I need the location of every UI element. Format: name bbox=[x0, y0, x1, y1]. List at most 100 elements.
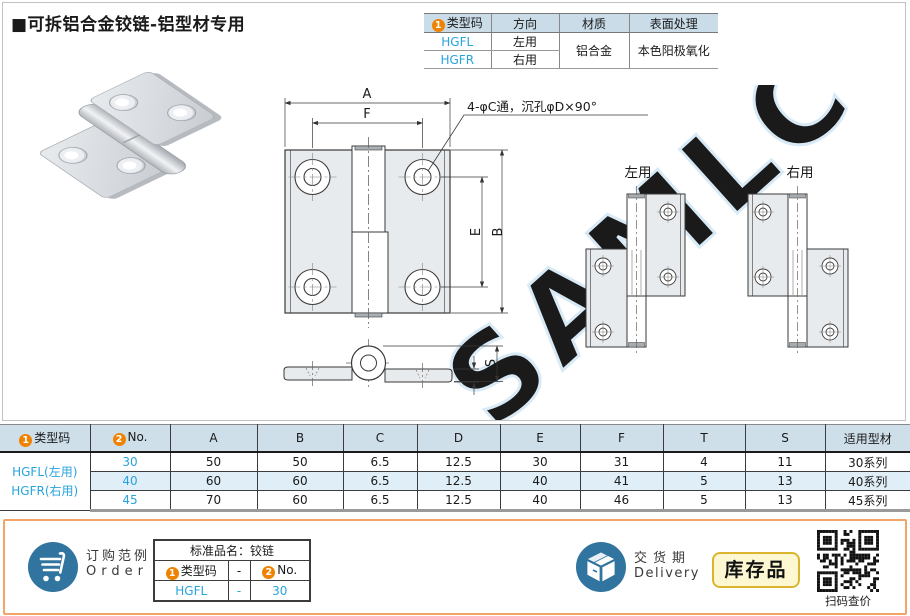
page-title: ■可拆铝合金铰链-铝型材专用 bbox=[11, 15, 246, 35]
hinge-isometric bbox=[8, 68, 251, 207]
table-cell: 13 bbox=[744, 490, 826, 512]
hole-annotation: 4-φC通，沉孔φD×90° bbox=[467, 99, 597, 114]
order-example-dash: - bbox=[227, 580, 251, 602]
table-cell: 11 bbox=[744, 451, 826, 472]
table-cell: 70 bbox=[169, 490, 258, 512]
series-cell: 40系列 bbox=[824, 471, 910, 491]
order-example-no: 30 bbox=[249, 580, 311, 602]
series-cell: 45系列 bbox=[824, 490, 910, 512]
table-cell: 5 bbox=[662, 471, 746, 491]
screw-hole bbox=[52, 143, 94, 168]
table-cell: 50 bbox=[169, 451, 258, 472]
product-photo bbox=[17, 47, 237, 227]
spec-header-surface: 表面处理 bbox=[628, 13, 718, 33]
header-dim-b: B bbox=[256, 424, 344, 453]
table-cell: 5 bbox=[662, 490, 746, 512]
left-use-variant bbox=[585, 186, 686, 356]
no-cell: 45 bbox=[90, 490, 171, 512]
table-cell: 60 bbox=[169, 471, 258, 491]
table-cell: 40 bbox=[499, 471, 581, 491]
badge-2-icon: 2 bbox=[112, 433, 126, 446]
table-cell: 6.5 bbox=[342, 490, 418, 512]
dim-label-e: E bbox=[469, 228, 484, 236]
badge-1-icon: 1 bbox=[165, 566, 179, 580]
direction: 左用 bbox=[490, 32, 559, 51]
table-cell: 12.5 bbox=[416, 490, 501, 512]
header-dim-e: E bbox=[499, 424, 581, 453]
table-cell: 31 bbox=[579, 451, 664, 472]
spec-header-direction: 方向 bbox=[490, 13, 559, 33]
dim-label-f: F bbox=[363, 107, 370, 122]
table-cell: 4 bbox=[662, 451, 746, 472]
header-dim-d: D bbox=[416, 424, 501, 453]
table-cell: 12.5 bbox=[416, 451, 501, 472]
qr-code bbox=[817, 530, 879, 592]
table-cell: 50 bbox=[256, 451, 344, 472]
table-cell: 6.5 bbox=[342, 471, 418, 491]
table-cell: 60 bbox=[256, 471, 344, 491]
stock-item-badge: 库存品 bbox=[712, 552, 800, 588]
qr-scan-label: 扫码查价 bbox=[825, 594, 871, 608]
header-dim-a: A bbox=[169, 424, 258, 453]
technical-drawing: SAMLC bbox=[283, 85, 881, 420]
order-example-label-cn: 订购范例 bbox=[86, 549, 151, 564]
right-use-variant bbox=[747, 186, 849, 356]
spec-header-material: 材质 bbox=[558, 13, 629, 33]
badge-1-icon: 1 bbox=[19, 434, 33, 447]
header-dim-c: C bbox=[342, 424, 418, 453]
table-cell: 46 bbox=[579, 490, 664, 512]
type-code: HGFR bbox=[424, 50, 491, 69]
table-row: 45 70 60 6.5 12.5 40 46 5 13 45系列 bbox=[0, 490, 910, 512]
series-cell: 30系列 bbox=[824, 451, 910, 472]
delivery-label-cn: 交货期 bbox=[634, 551, 692, 566]
table-cell: 30 bbox=[499, 451, 581, 472]
no-cell: 40 bbox=[90, 471, 171, 491]
table-row: 40 60 60 6.5 12.5 40 41 5 13 40系列 bbox=[0, 471, 910, 491]
order-dash: - bbox=[227, 560, 251, 581]
dim-label-s: S bbox=[484, 359, 499, 367]
cart-icon bbox=[28, 542, 78, 592]
type-code-cell: HGFL(左用) HGFR(右用) bbox=[0, 451, 91, 511]
table-cell: 40 bbox=[499, 490, 581, 512]
direction: 右用 bbox=[490, 50, 559, 69]
header-dim-t: T bbox=[662, 424, 746, 453]
badge-1-icon: 1 bbox=[431, 19, 445, 32]
delivery-label-en: Delivery bbox=[634, 566, 700, 581]
dim-label-t: T bbox=[461, 371, 476, 380]
no-cell: 30 bbox=[89, 451, 171, 472]
material: 铝合金 bbox=[558, 32, 629, 69]
side-view bbox=[283, 339, 503, 395]
header-dim-s: S bbox=[744, 424, 826, 453]
table-cell: 12.5 bbox=[416, 471, 501, 491]
table-row: HGFL(左用) HGFR(右用) 30 50 50 6.5 12.5 30 3… bbox=[0, 451, 910, 511]
left-use-label: 左用 bbox=[625, 165, 652, 181]
right-use-label: 右用 bbox=[787, 165, 814, 181]
dim-label-a: A bbox=[363, 87, 372, 102]
table-cell: 13 bbox=[744, 471, 826, 491]
table-cell: 6.5 bbox=[342, 451, 418, 472]
table-cell: 41 bbox=[579, 471, 664, 491]
header-series: 适用型材 bbox=[824, 424, 910, 453]
table-cell: 60 bbox=[256, 490, 344, 512]
front-view bbox=[284, 98, 648, 328]
delivery-box-icon bbox=[576, 542, 626, 592]
header-dim-f: F bbox=[579, 424, 664, 453]
order-example-label-en: Order bbox=[86, 564, 148, 579]
standard-name: 标准品名：铰链 bbox=[153, 539, 311, 561]
dim-label-b: B bbox=[491, 228, 506, 237]
surface-treatment: 本色阳极氧化 bbox=[628, 32, 718, 69]
order-example-code: HGFL bbox=[153, 580, 229, 602]
screw-hole bbox=[161, 101, 203, 125]
screw-hole bbox=[103, 90, 145, 115]
type-code: HGFL bbox=[424, 32, 491, 51]
